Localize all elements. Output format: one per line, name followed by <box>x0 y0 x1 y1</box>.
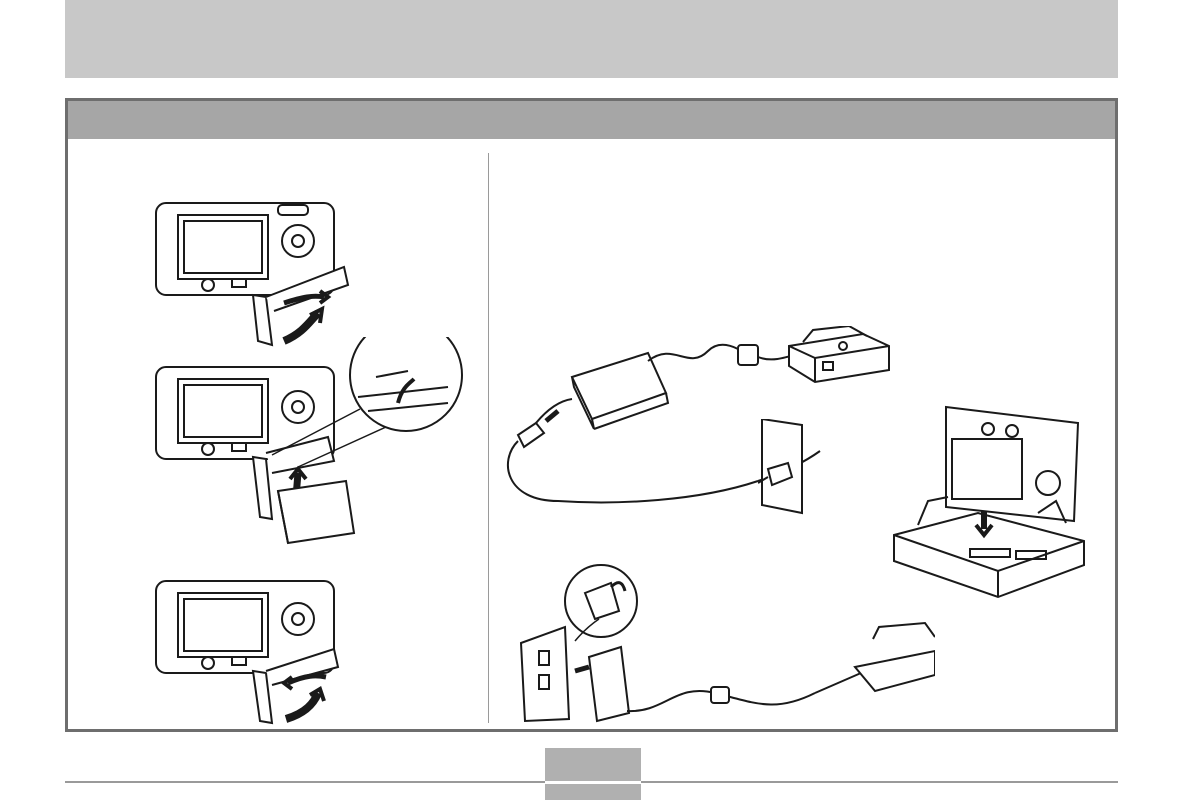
panel-section-header <box>68 101 1115 139</box>
battery-insert-icon <box>148 337 468 547</box>
instruction-panel <box>65 98 1118 732</box>
camera-open-battery-cover-icon <box>148 193 368 353</box>
column-divider <box>488 153 489 723</box>
camera-on-cradle-icon <box>888 401 1088 611</box>
wall-outlet-icon <box>758 419 808 515</box>
ac-adaptor-icon <box>498 301 918 521</box>
page-tab-gap <box>545 781 641 784</box>
camera-close-battery-cover-icon <box>148 571 368 731</box>
usb-cradle-icon <box>783 326 893 386</box>
power-plug-icon <box>515 563 935 723</box>
page-number-tab <box>545 748 641 800</box>
page-header-banner <box>65 0 1118 78</box>
